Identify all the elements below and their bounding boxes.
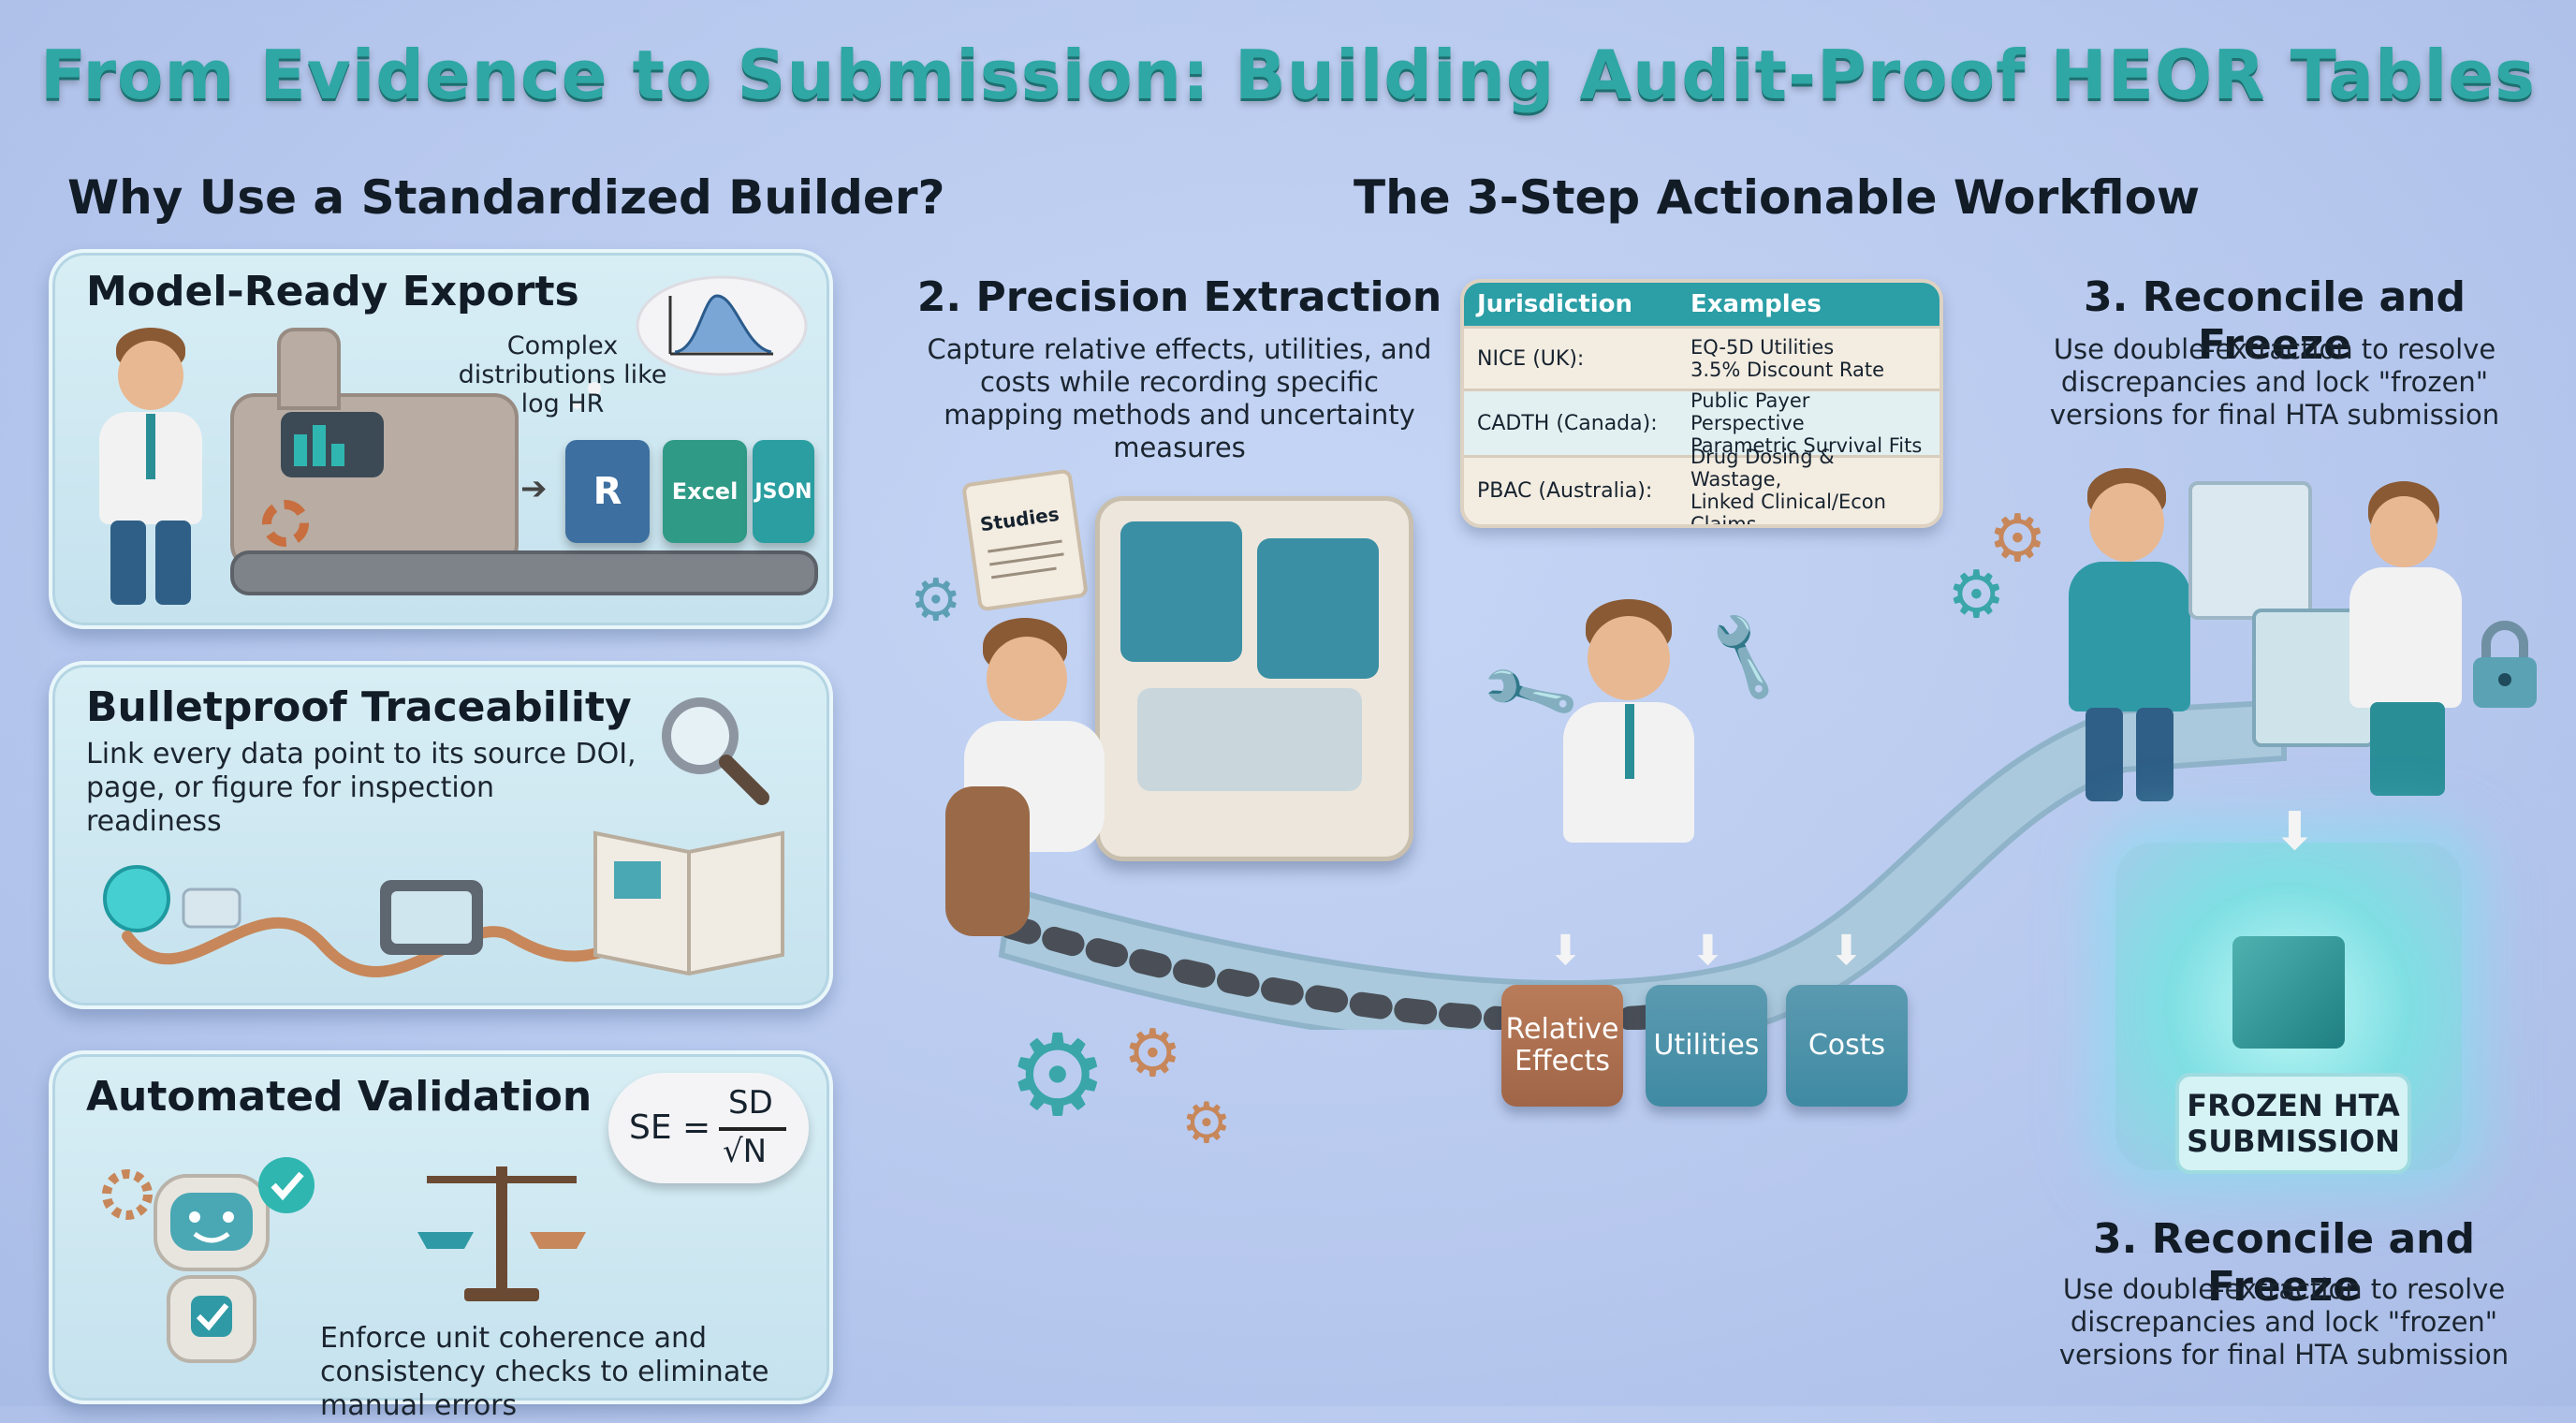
lock-icon [2467,618,2542,712]
formula-bubble: SE = SD √N [608,1073,809,1183]
step-extraction-title: 2. Precision Extraction [916,273,1442,321]
card-title: Model-Ready Exports [86,268,579,315]
gear-icon: ⚙ [1123,1015,1182,1092]
data-extractor-figure [945,618,1151,974]
distribution-cloud-icon [633,268,811,380]
arrow-right-icon: ➔ [520,470,548,507]
step-extraction-text: Capture relative effects, utilities, and… [927,333,1432,463]
table-row: CADTH (Canada): Public Payer Perspective… [1464,389,1939,457]
engineer-figure [1535,599,1722,843]
gear-icon: ⚙ [1007,1011,1108,1141]
bin-utilities: Utilities [1646,985,1767,1107]
magnifier-icon [651,687,773,809]
analyst-figure [90,328,212,609]
card-automated-validation: Automated Validation SE = SD √N [49,1050,833,1422]
gear-icon: ⚙ [1988,500,2047,577]
rope-link-icon [71,796,820,992]
card-title: Automated Validation [86,1073,593,1121]
export-machine-icon [230,393,519,569]
arrow-down-icon: ⬇ [1690,927,1725,975]
card-model-ready-exports: Model-Ready Exports Complex distribution… [49,249,833,629]
card-bulletproof-traceability: Bulletproof Traceability Link every data… [49,661,833,1009]
conveyor-belt [230,550,818,595]
step-reconcile-bottom-text: Use double-extraction to resolve discrep… [2058,1273,2510,1371]
arrow-down-icon: ⬇ [1829,927,1864,975]
card-title: Bulletproof Traceability [86,683,632,731]
robot-icon [90,1138,324,1391]
gear-icon: ⚙ [1947,556,2006,633]
distribution-caption: Complex distributions like log HR [458,331,667,418]
table-header-row: Jurisdiction Examples [1464,283,1939,326]
left-heading: Why Use a Standardized Builder? [67,170,945,225]
bin-costs: Costs [1786,985,1908,1107]
step-reconcile-bottom-title: 3. Reconcile and Freeze [2093,1215,2475,1311]
card-text: Link every data point to its source DOI,… [86,738,637,838]
json-file-icon: JSON [753,440,814,543]
computer-terminal-icon [1095,496,1413,861]
gear-icon: ⚙ [1181,1091,1232,1156]
balance-scale-icon [408,1148,595,1307]
arrow-down-icon: ⬇ [2273,801,2317,862]
workflow-heading: The 3-Step Actionable Workflow [1354,170,2201,225]
arrow-down-icon: ⬇ [1548,927,1583,975]
r-file-icon: R [565,440,650,543]
card-text: Enforce unit coherence and consistency c… [320,1322,769,1422]
gear-icon: ⚙ [910,565,962,634]
excel-file-icon: Excel [663,440,747,543]
step-reconcile-title: 3. Reconcile and Freeze [2084,273,2466,369]
jurisdiction-table: Jurisdiction Examples NICE (UK): EQ-5D U… [1460,279,1943,528]
step-reconcile-text: Use double-extraction to resolve discrep… [2049,333,2500,431]
studies-scroll-icon: Studies [960,468,1090,612]
frozen-submission-label: FROZEN HTA SUBMISSION [2175,1073,2411,1174]
page-title: From Evidence to Submission: Building Au… [39,36,2537,114]
bin-relative-effects: Relative Effects [1501,985,1623,1107]
reconcile-team-figure [2069,468,2499,805]
table-row: PBAC (Australia): Drug Dosing & Wastage,… [1464,446,1939,524]
